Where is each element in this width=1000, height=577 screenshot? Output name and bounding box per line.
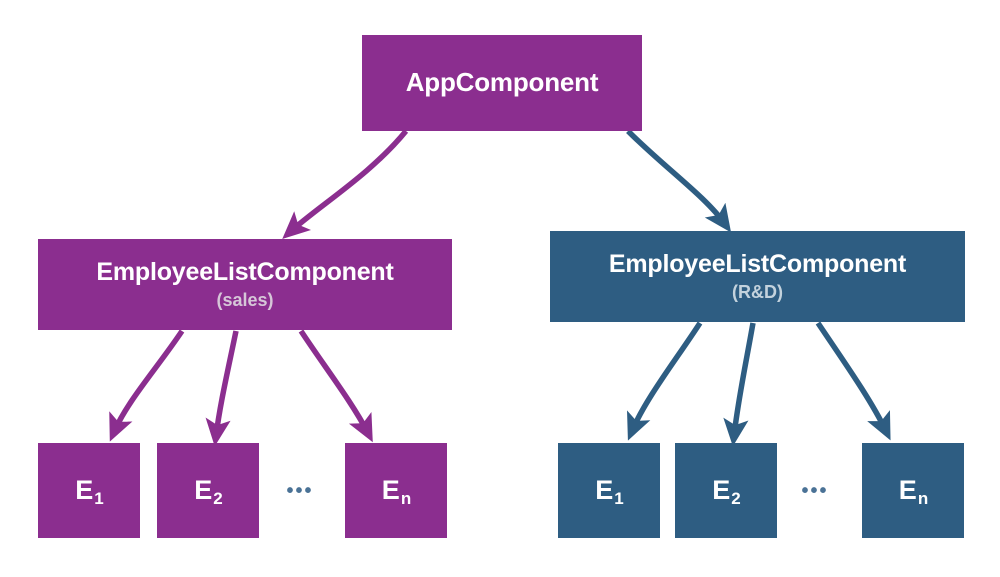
ellipsis-sales: ••• bbox=[286, 480, 314, 502]
node-employee-rnd-1-label: E1 bbox=[595, 475, 624, 508]
node-employee-rnd-n[interactable]: En bbox=[862, 443, 964, 538]
node-employee-sales-n[interactable]: En bbox=[345, 443, 447, 538]
node-employee-sales-2[interactable]: E2 bbox=[157, 443, 259, 538]
node-employee-rnd-1[interactable]: E1 bbox=[558, 443, 660, 538]
arrow-rnd-to-en bbox=[815, 321, 891, 441]
node-employee-list-sales[interactable]: EmployeeListComponent (sales) bbox=[38, 239, 452, 330]
node-employee-list-sales-label: EmployeeListComponent bbox=[96, 258, 394, 287]
node-employee-rnd-2-label: E2 bbox=[712, 475, 741, 508]
arrow-sales-to-e2 bbox=[205, 330, 239, 447]
arrow-rnd-to-e2 bbox=[723, 322, 756, 447]
node-employee-sales-n-label: En bbox=[381, 475, 412, 508]
arrow-app-to-sales bbox=[282, 129, 409, 239]
node-employee-sales-1-label: E1 bbox=[75, 475, 104, 508]
node-employee-rnd-n-label: En bbox=[898, 475, 929, 508]
node-employee-sales-1[interactable]: E1 bbox=[38, 443, 140, 538]
node-employee-sales-2-label: E2 bbox=[194, 475, 223, 508]
arrow-app-to-rnd bbox=[626, 129, 732, 233]
node-employee-rnd-2[interactable]: E2 bbox=[675, 443, 777, 538]
node-employee-list-rnd-subtitle: (R&D) bbox=[732, 281, 783, 302]
ellipsis-rnd: ••• bbox=[801, 480, 829, 502]
node-app-component-label: AppComponent bbox=[405, 67, 599, 98]
arrow-rnd-to-e1 bbox=[627, 321, 703, 441]
node-employee-list-sales-subtitle: (sales) bbox=[216, 289, 274, 310]
node-app-component[interactable]: AppComponent bbox=[362, 35, 642, 131]
node-employee-list-rnd-label: EmployeeListComponent bbox=[608, 250, 907, 279]
arrow-sales-to-e1 bbox=[109, 329, 185, 442]
node-employee-list-rnd[interactable]: EmployeeListComponent (R&D) bbox=[550, 231, 965, 322]
arrow-sales-to-en bbox=[298, 329, 373, 443]
